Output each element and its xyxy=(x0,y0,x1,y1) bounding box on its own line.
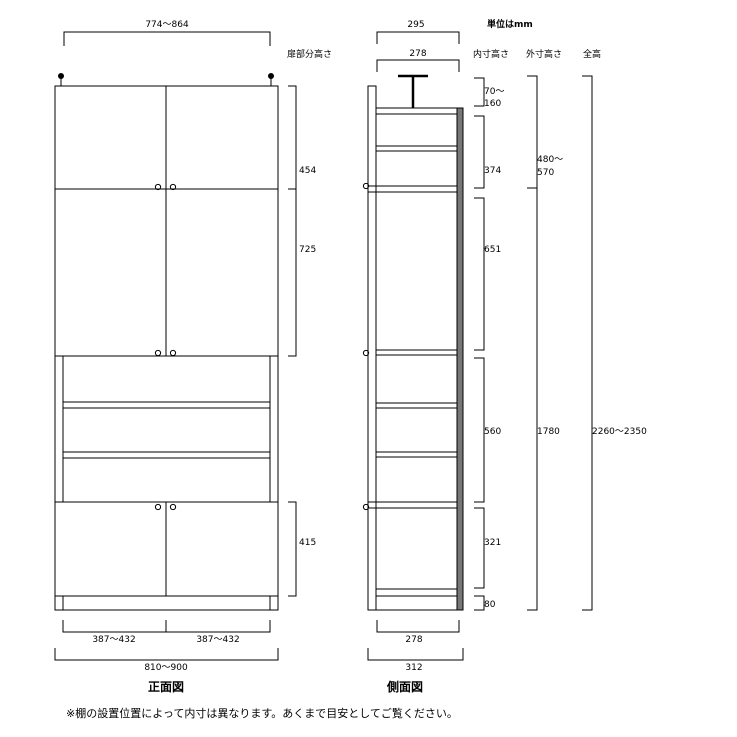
front-total-width: 810～900 xyxy=(144,663,188,673)
footnote: ※棚の設置位置によって内寸は異なります。あくまで目安としてご覧ください。 xyxy=(66,706,458,720)
outer-height-1b: 570 xyxy=(537,168,554,178)
door-height-2: 725 xyxy=(299,245,316,255)
total-height: 2260～2350 xyxy=(592,427,647,437)
front-top-span: 774～864 xyxy=(145,20,189,30)
front-caption: 正面図 xyxy=(148,680,184,694)
side-top-inner: 278 xyxy=(409,49,426,59)
inner-height-3: 651 xyxy=(484,245,501,255)
side-top-outer: 295 xyxy=(407,20,424,30)
inner-height-4: 560 xyxy=(484,427,501,437)
side-view: 単位はmm 295 278 内寸高さ 外寸高さ 全高 xyxy=(362,18,647,694)
inner-height-1b: 160 xyxy=(484,99,501,109)
front-view: 774～864 扉部分高さ 454 725 415 xyxy=(54,20,332,694)
door-height-1: 454 xyxy=(299,166,316,176)
front-bottom-right: 387～432 xyxy=(196,635,239,645)
inner-height-5: 321 xyxy=(484,538,501,548)
inner-height-header: 内寸高さ xyxy=(473,48,509,60)
side-caption: 側面図 xyxy=(386,679,423,694)
front-bottom-left: 387～432 xyxy=(92,635,135,645)
inner-height-6: 80 xyxy=(484,600,496,610)
inner-height-1a: 70～ xyxy=(484,87,504,97)
outer-height-header: 外寸高さ xyxy=(526,48,562,60)
unit-label: 単位はmm xyxy=(487,18,533,30)
outer-height-2: 1780 xyxy=(537,427,560,437)
inner-height-2: 374 xyxy=(484,166,501,176)
door-height-3: 415 xyxy=(299,538,316,548)
total-height-header: 全高 xyxy=(583,48,601,60)
door-height-header: 扉部分高さ xyxy=(287,48,332,60)
side-bottom-outer: 312 xyxy=(405,663,422,673)
side-bottom-inner: 278 xyxy=(405,635,422,645)
outer-height-1a: 480～ xyxy=(537,155,563,165)
